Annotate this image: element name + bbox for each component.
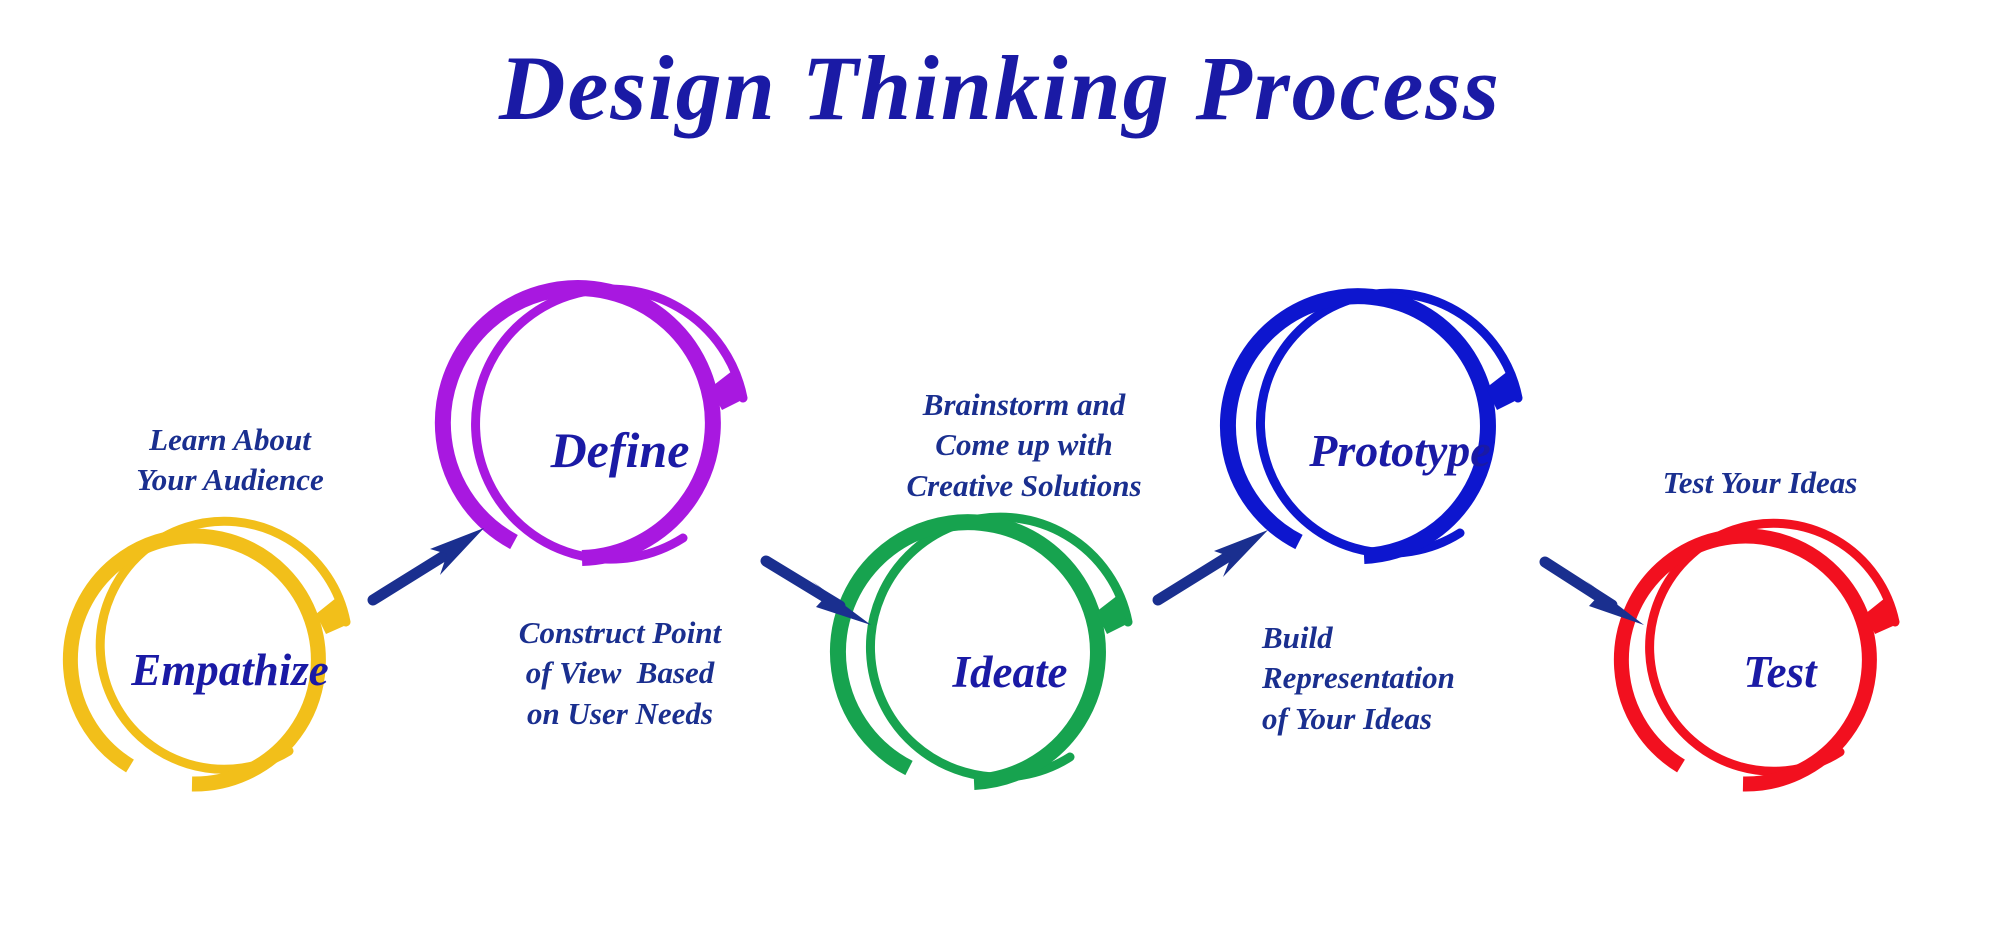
caption-ideate: Brainstorm and Come up with Creative Sol… xyxy=(828,385,1220,506)
caption-test: Test Your Ideas xyxy=(1590,463,1930,503)
test-ring xyxy=(1613,518,1900,792)
empathize-ring xyxy=(62,516,351,792)
arrow-ideate-to-prototype xyxy=(1152,530,1268,606)
define-ring xyxy=(434,280,748,566)
arrow-empathize-to-define xyxy=(367,528,484,606)
node-label-prototype: Prototype xyxy=(1309,425,1491,476)
arrow-prototype-to-test xyxy=(1539,556,1644,625)
arrow-define-to-ideate xyxy=(760,555,871,625)
node-label-test: Test xyxy=(1743,647,1817,697)
caption-prototype-line-3: of Your Ideas xyxy=(1262,700,1432,736)
caption-prototype-line-1: Build xyxy=(1262,620,1333,655)
caption-ideate-line-3: Creative Solutions xyxy=(906,467,1142,503)
node-label-define: Define xyxy=(550,422,690,478)
caption-empathize-line-2: Your Audience xyxy=(136,462,324,498)
node-label-empathize: Empathize xyxy=(131,645,329,695)
caption-define-line-2: of View Based xyxy=(525,655,715,691)
caption-define-line-3: on User Needs xyxy=(527,695,713,731)
prototype-ring xyxy=(1219,288,1523,564)
node-label-ideate: Ideate xyxy=(952,647,1068,697)
caption-prototype-line-2: Representation xyxy=(1262,660,1455,696)
caption-ideate-line-2: Come up with xyxy=(935,427,1113,463)
caption-prototype: Build Representation of Your Ideas xyxy=(1262,618,1592,739)
caption-define-line-1: Construct Point xyxy=(518,615,722,650)
ideate-ring xyxy=(829,512,1133,790)
caption-empathize-line-1: Learn About xyxy=(149,422,311,457)
caption-empathize: Learn About Your Audience xyxy=(60,420,400,501)
caption-define: Construct Point of View Based on User Ne… xyxy=(440,613,800,734)
page-title: Design Thinking Process xyxy=(499,37,1501,139)
caption-test-line-1: Test Your Ideas xyxy=(1662,465,1858,500)
caption-ideate-line-1: Brainstorm and xyxy=(922,387,1126,422)
